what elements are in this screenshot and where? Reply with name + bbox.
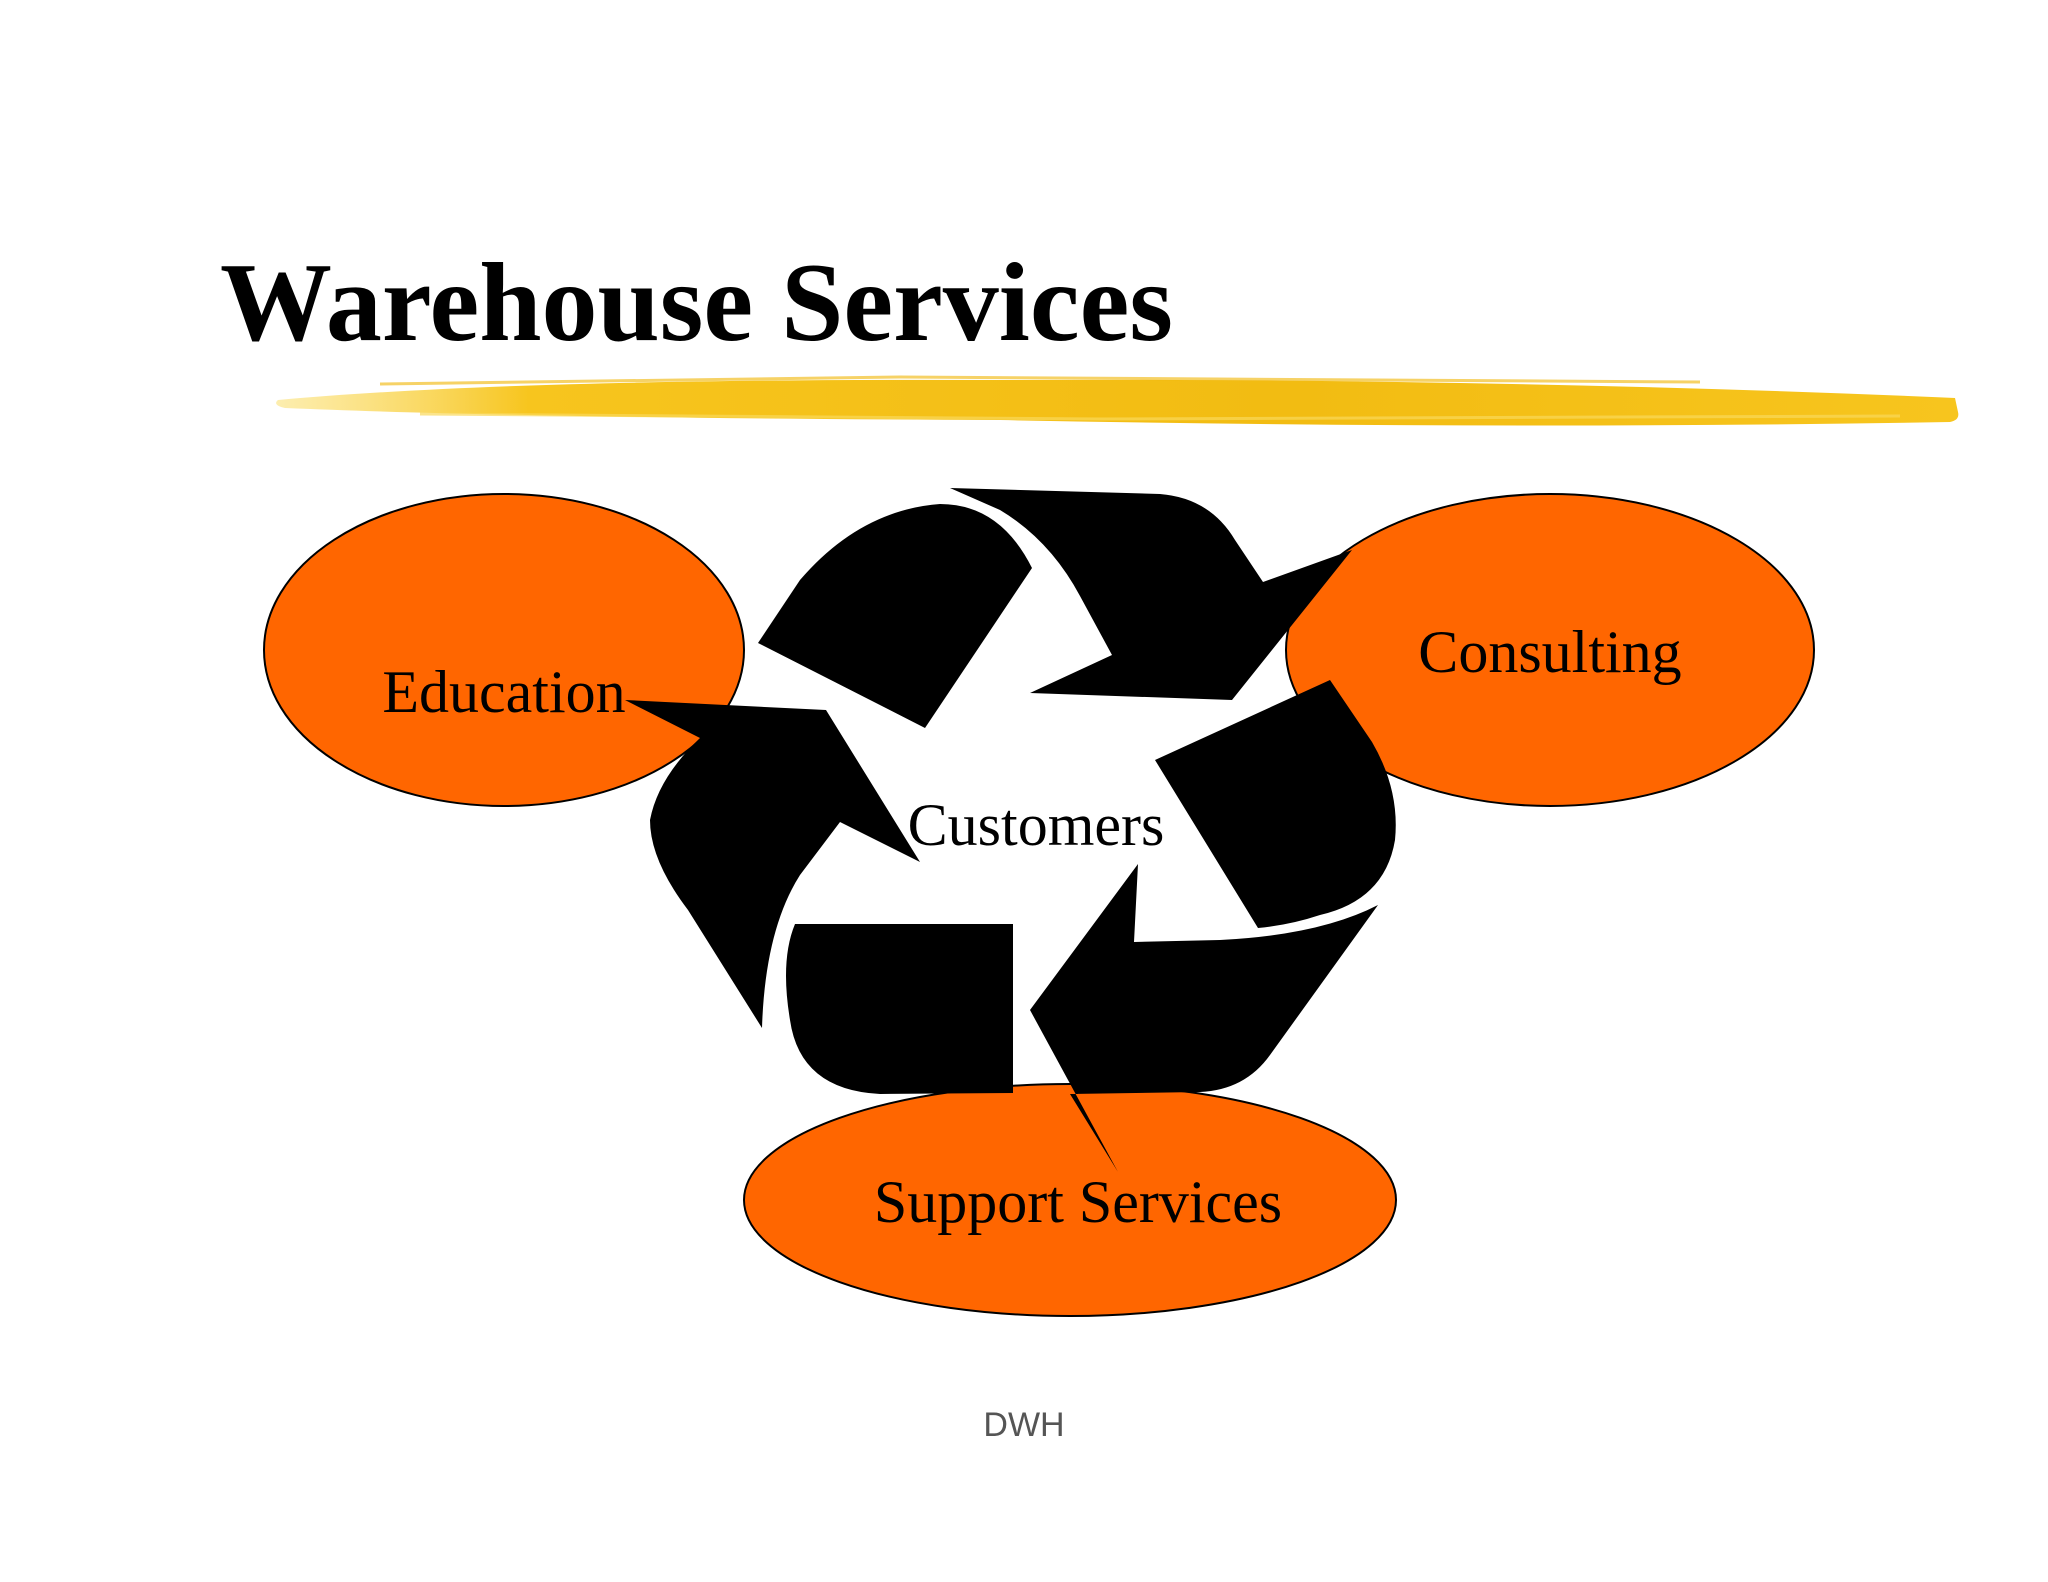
page-title: Warehouse Services [220,241,1173,365]
consulting-ellipse [1285,493,1815,807]
center-label: Customers [908,792,1165,858]
cycle-arrow-right [1155,680,1396,928]
cycle-arrow-bottom [786,924,1013,1094]
support-ellipse [743,1083,1397,1317]
cycle-arrow-top-head [950,488,1352,700]
title-underline [276,375,1959,426]
education-label: Education [382,659,625,725]
education-ellipse [263,493,745,807]
cycle-arrow-top [758,504,1032,728]
node-consulting: Consulting [1285,493,1815,807]
cycle-arrow-left-head [625,700,920,1028]
node-education: Education [263,493,745,807]
recycle-cycle [625,488,1396,1172]
support-label: Support Services [874,1169,1282,1235]
node-support: Support Services [743,1083,1397,1317]
footer-label: DWH [983,1406,1064,1444]
consulting-label: Consulting [1418,619,1681,685]
cycle-arrow-right-head [1030,864,1378,1172]
